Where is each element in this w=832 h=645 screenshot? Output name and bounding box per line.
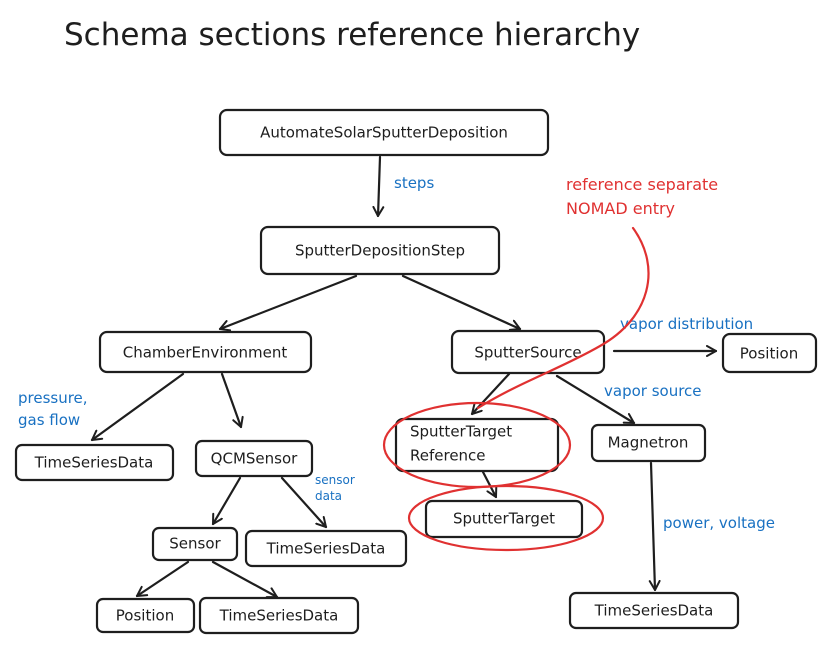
edge-sensor-to-timeseries [211,560,279,599]
svg-text:QCMSensor: QCMSensor [211,450,298,468]
svg-text:TimeSeriesData: TimeSeriesData [219,607,339,625]
node-position-source: Position [721,332,818,374]
edge-label-sensor: sensor [315,473,355,487]
annotation-text-line2: NOMAD entry [566,199,675,218]
node-timeseries-magnetron: TimeSeriesData [568,591,740,630]
node-timeseries-qcm: TimeSeriesData [244,529,408,568]
node-sputter-deposition-step: SputterDepositionStep [259,225,501,276]
node-sputter-source: SputterSource [450,329,606,375]
svg-text:ChamberEnvironment: ChamberEnvironment [123,344,288,362]
edge-label-vapor-source: vapor source [604,382,702,400]
edge-magnetron-to-timeseries [648,461,661,592]
svg-text:TimeSeriesData: TimeSeriesData [594,602,714,620]
node-sputter-target: SputterTarget [424,499,584,539]
edge-step-to-chamber [218,274,358,332]
edge-chamber-to-qcm [220,372,244,429]
edge-label-gas-flow: gas flow [18,411,80,429]
edge-target-reference-to-target [481,470,498,499]
svg-text:Position: Position [116,607,174,625]
edge-step-to-source [401,274,522,331]
edge-qcm-to-timeseries [280,476,328,529]
svg-text:Magnetron: Magnetron [608,434,689,452]
edge-label-pressure: pressure, [18,389,88,407]
node-sputter-target-reference: SputterTarget Reference [394,417,560,473]
svg-text:SputterTarget: SputterTarget [410,423,512,441]
node-timeseries-chamber: TimeSeriesData [14,443,175,482]
node-sensor: Sensor [151,526,239,562]
edge-source-to-magnetron [555,374,636,425]
svg-text:Reference: Reference [410,447,486,465]
svg-text:Sensor: Sensor [169,535,221,553]
diagram-title: Schema sections reference hierarchy [64,17,640,53]
reference-annotation: reference separate NOMAD entry [382,175,718,552]
svg-text:AutomateSolarSputterDeposition: AutomateSolarSputterDeposition [260,124,508,142]
edge-automate-to-step [372,155,385,218]
svg-text:SputterSource: SputterSource [474,344,581,362]
svg-text:Position: Position [740,345,798,363]
node-automate-solar-sputter-deposition: AutomateSolarSputterDeposition [218,108,550,157]
node-magnetron: Magnetron [590,423,707,463]
svg-text:TimeSeriesData: TimeSeriesData [266,540,386,558]
svg-text:TimeSeriesData: TimeSeriesData [34,454,154,472]
node-qcm-sensor: QCMSensor [194,439,314,478]
highlight-ellipse-sputter-target [407,484,605,552]
edge-qcm-to-sensor [211,476,242,526]
annotation-text-line1: reference separate [566,175,718,194]
node-chamber-environment: ChamberEnvironment [98,330,313,374]
nodes: AutomateSolarSputterDeposition SputterDe… [14,108,818,635]
svg-text:SputterTarget: SputterTarget [453,510,555,528]
edge-label-steps: steps [394,174,434,192]
edge-labels: steps vapor distribution vapor source pr… [18,174,775,532]
node-timeseries-sensor: TimeSeriesData [198,596,360,635]
edge-label-power-voltage: power, voltage [663,514,775,532]
node-position-sensor: Position [95,597,196,634]
edges [90,155,718,599]
edge-chamber-to-timeseries [90,372,185,442]
edge-label-vapor-distribution: vapor distribution [620,315,753,333]
edge-label-data: data [315,489,342,503]
svg-text:SputterDepositionStep: SputterDepositionStep [295,242,465,260]
edge-sensor-to-position [135,560,190,598]
annotation-connector-line [476,226,650,410]
